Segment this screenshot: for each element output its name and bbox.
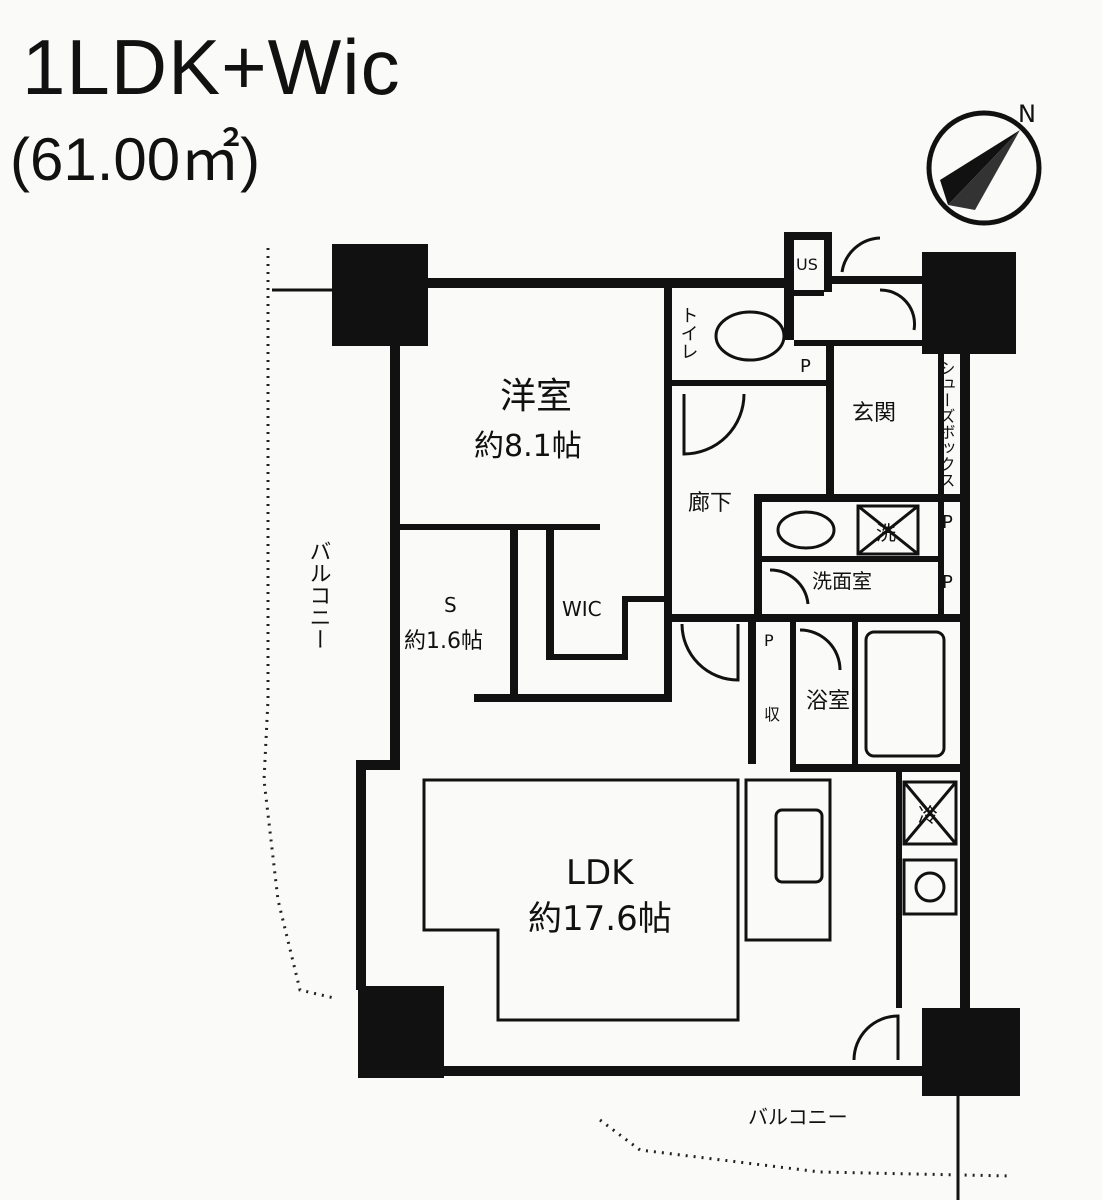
ldk-name: LDK xyxy=(566,853,635,893)
shoes-storage-label: シューズボックス xyxy=(937,360,956,488)
service-room-size: 約1.6帖 xyxy=(404,629,483,654)
column-bottom-left xyxy=(358,986,444,1078)
ldk-size: 約17.6帖 xyxy=(528,899,672,939)
balcony-bottom-outline xyxy=(599,1118,1011,1178)
exterior-walls xyxy=(356,232,970,1076)
washroom-label: 洗面室 xyxy=(812,569,872,593)
range-hood xyxy=(902,858,958,916)
toilet-label: トイレ xyxy=(678,306,699,360)
interior-walls xyxy=(400,288,960,1008)
layout-type-title: 1LDK+Wic xyxy=(22,23,401,111)
column-bottom-right xyxy=(922,1008,1020,1096)
service-room-name: S xyxy=(444,593,457,617)
toilet-fixture xyxy=(714,310,786,362)
washer-space xyxy=(856,504,920,556)
storage-label: 収 xyxy=(764,705,780,724)
western-room-size: 約8.1帖 xyxy=(474,429,582,464)
bathtub xyxy=(864,630,946,758)
closet-label-d: P xyxy=(764,631,774,650)
kitchen-counter xyxy=(744,778,832,942)
column-top-right xyxy=(922,252,1016,354)
entrance-label: 玄関 xyxy=(852,401,896,426)
balcony-bottom-label: バルコニー xyxy=(748,1105,848,1129)
washer-label: 洗 xyxy=(876,521,896,545)
bathroom-label: 浴室 xyxy=(806,689,850,714)
compass-icon: N xyxy=(926,100,1042,226)
kitchen-sink xyxy=(774,808,824,884)
column-top-left xyxy=(332,244,428,346)
closet-label-b: P xyxy=(942,512,953,533)
ldk-outline xyxy=(422,778,740,1022)
refrigerator-space xyxy=(902,780,958,846)
balcony-side-label: バルコニー xyxy=(306,540,331,650)
hallway-label: 廊下 xyxy=(688,491,732,516)
closet-label-a: P xyxy=(800,356,811,377)
western-room-name: 洋室 xyxy=(500,376,572,417)
balcony-side-outline xyxy=(262,248,335,1000)
door-swings xyxy=(680,236,917,1061)
wash-basin xyxy=(776,510,836,550)
closet-label-c: P xyxy=(942,572,953,593)
refrigerator-label: 冷 xyxy=(918,803,938,827)
wic-label: WIC xyxy=(562,597,602,621)
us-label: US xyxy=(796,255,818,274)
floor-area: (61.00㎡) xyxy=(10,126,261,193)
compass-north-label: N xyxy=(1018,100,1036,128)
